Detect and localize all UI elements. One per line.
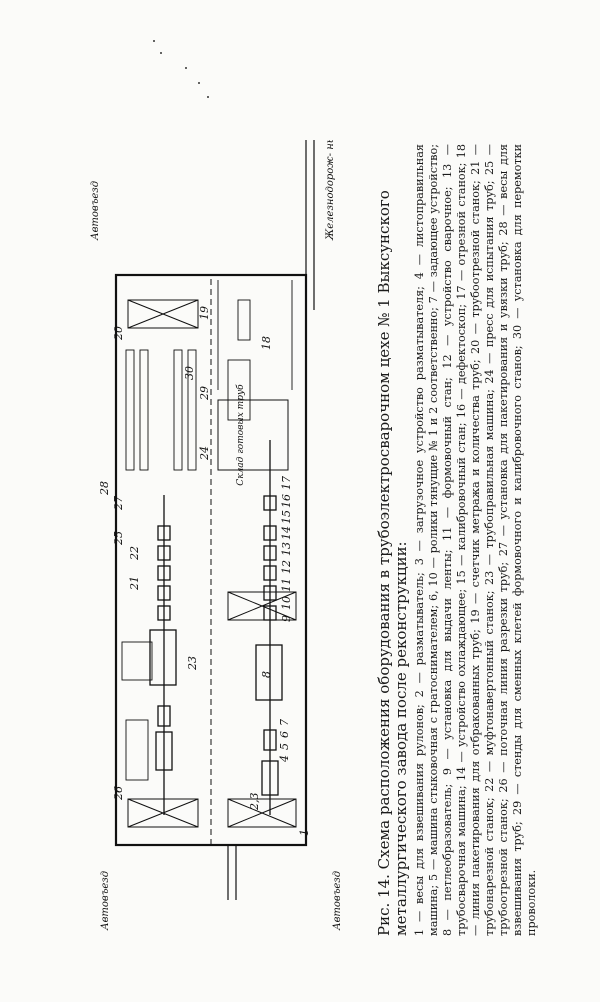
label-27: 27 [112,496,125,511]
road-entry-right-label: Автовъезд [100,871,111,931]
warehouse-box [217,399,289,471]
figure-caption: Рис. 14. Схема расположения оборудования… [375,144,539,936]
label-30: 30 [183,366,196,380]
rotated-content: Склад готовых труб Железнодорож- ный и а… [78,140,538,940]
label-12: 12 [280,560,293,574]
label-17: 17 [280,476,293,490]
label-1: 1 [298,829,311,836]
label-18: 18 [260,336,273,350]
label-29: 29 [198,386,211,401]
production-line-upper [149,495,177,815]
label-9: 9 [280,615,293,622]
label-10: 10 [280,596,293,610]
label-7: 7 [278,719,291,726]
label-15: 15 [280,510,293,524]
label-22: 22 [128,546,141,561]
road-entry-top-label: Автовъезд [90,181,101,241]
warehouse-label: Склад готовых труб [235,384,246,486]
label-8: 8 [260,671,273,678]
label-28: 28 [98,481,111,496]
finishing-racks [121,280,293,781]
label-21: 21 [128,576,141,591]
label-6: 6 [278,731,291,738]
label-23: 23 [186,656,199,671]
rail-road-entry-label: Железнодорож- ный и автовъезд [325,140,336,241]
road-entry-left-label: Автовъезд [332,871,343,931]
label-2-3: 2,3 [248,793,261,812]
label-20: 20 [112,326,125,341]
label-14: 14 [280,526,293,540]
production-line-lower [255,440,283,815]
label-26: 26 [112,786,125,801]
equipment-layout-diagram: Склад готовых труб Железнодорож- ный и а… [90,140,343,931]
label-11: 11 [280,578,293,592]
label-19: 19 [198,306,211,320]
label-16: 16 [280,494,293,508]
crane-bays [127,299,297,828]
label-13: 13 [280,542,293,556]
caption-title: Рис. 14. Схема расположения оборудования… [375,190,410,936]
label-24: 24 [198,446,211,461]
item-numbers: 1 2,3 4 5 6 7 8 9 10 11 12 13 14 15 16 1… [98,306,311,836]
caption-legend: 1 — весы для взвешивания рулонов; 2 — ра… [413,144,538,936]
label-5: 5 [278,743,291,750]
label-25: 25 [112,531,125,546]
rail-track [227,140,315,900]
label-4: 4 [278,755,291,763]
